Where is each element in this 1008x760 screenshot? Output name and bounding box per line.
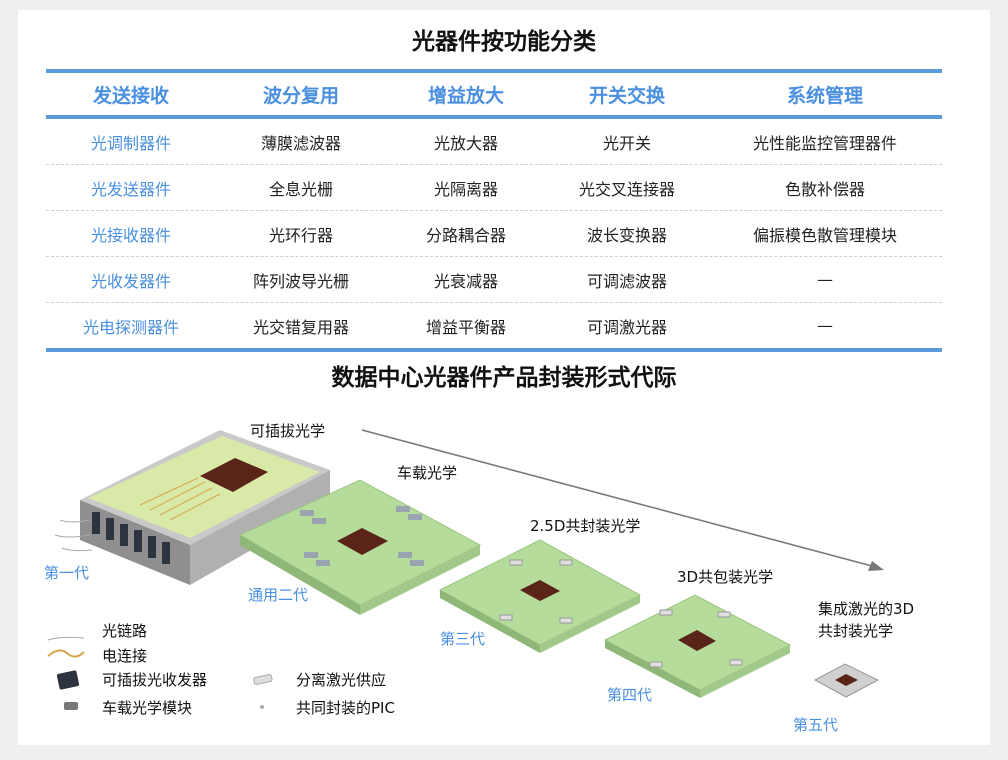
legend-laser-supply: 分离激光供应 xyxy=(296,671,387,689)
legend-optical-link: 光链路 xyxy=(102,622,148,640)
table-row: 光电探测器件 光交错复用器 增益平衡器 可调激光器 — xyxy=(46,303,942,348)
gen-label-5: 第五代 xyxy=(793,716,839,734)
table-cell: 光环行器 xyxy=(268,225,333,245)
laser-supply-icon xyxy=(253,674,273,685)
table-cell: 增益平衡器 xyxy=(425,317,506,337)
table-header-row: 发送接收 波分复用 增益放大 开关交换 系统管理 xyxy=(46,73,942,115)
optical-link-icon xyxy=(47,636,85,641)
label-3d-cpo: 3D共包装光学 xyxy=(677,568,774,586)
header-cell: 开关交换 xyxy=(588,84,665,107)
legend-icons xyxy=(47,636,273,710)
row-category-cell: 光收发器件 xyxy=(90,271,171,291)
gen-label-3: 第三代 xyxy=(440,630,486,648)
table-cell: 波长变换器 xyxy=(586,225,667,245)
header-cell: 波分复用 xyxy=(262,84,339,107)
label-pluggable-optics: 可插拔光学 xyxy=(250,422,326,440)
table-cell: 光性能监控管理器件 xyxy=(752,133,897,153)
legend-onboard-module: 车载光学模块 xyxy=(102,699,193,717)
table-row: 光收发器件 阵列波导光栅 光衰减器 可调滤波器 — xyxy=(46,257,942,303)
table-row: 光发送器件 全息光栅 光隔离器 光交叉连接器 色散补偿器 xyxy=(46,165,942,211)
table-cell: 偏振模色散管理模块 xyxy=(752,225,897,245)
table-cell: 光开关 xyxy=(602,133,651,153)
table-cell: 可调激光器 xyxy=(586,317,667,337)
gen-label-1: 第一代 xyxy=(44,564,90,582)
table-cell: 光交错复用器 xyxy=(252,317,349,337)
table-title: 光器件按功能分类 xyxy=(412,29,596,55)
legend-copackaged-pic: 共同封装的PIC xyxy=(296,699,395,717)
table-cell: 可调滤波器 xyxy=(586,271,667,291)
table-top-rule xyxy=(46,69,942,73)
row-category-cell: 光电探测器件 xyxy=(82,317,179,337)
table-cell: 色散补偿器 xyxy=(784,179,865,199)
table-cell: 阵列波导光栅 xyxy=(252,271,349,291)
table-cell: 全息光栅 xyxy=(268,179,333,199)
onboard-module-icon xyxy=(64,702,78,710)
table-cell: 光放大器 xyxy=(433,133,498,153)
table-cell: — xyxy=(817,270,833,289)
row-category-cell: 光调制器件 xyxy=(90,133,171,153)
function-table: 发送接收 波分复用 增益放大 开关交换 系统管理 光调制器件薄膜滤波器光放大器光… xyxy=(46,69,942,352)
table-cell: — xyxy=(817,316,833,335)
label-onboard-optics: 车载光学 xyxy=(397,464,458,482)
electrical-connection-icon xyxy=(47,649,85,658)
gen4-3d-cpo-board xyxy=(603,594,792,698)
table-cell: 薄膜滤波器 xyxy=(260,133,341,153)
table-bottom-rule xyxy=(46,348,942,352)
gen-label-2: 通用二代 xyxy=(248,586,309,604)
row-category-cell: 光发送器件 xyxy=(90,179,171,199)
table-cell: 分路耦合器 xyxy=(425,225,506,245)
table-header-rule xyxy=(46,115,942,119)
evolution-arrow xyxy=(361,429,884,571)
header-cell: 系统管理 xyxy=(786,84,863,107)
gen-label-4: 第四代 xyxy=(607,686,653,704)
legend-electrical: 电连接 xyxy=(102,647,148,665)
label-integrated-3d-cpo: 集成激光的3D 共封装光学 xyxy=(818,600,915,640)
pluggable-transceiver-icon xyxy=(56,670,80,690)
table-row: 光调制器件 薄膜滤波器 光放大器 光开关 光性能监控管理器件 xyxy=(46,119,942,165)
header-cell: 发送接收 xyxy=(92,84,169,107)
gen3-25d-cpo-board xyxy=(438,539,642,653)
gen2-onboard-board xyxy=(238,479,482,615)
row-category-cell: 光接收器件 xyxy=(90,225,171,245)
diagram-title: 数据中心光器件产品封装形式代际 xyxy=(331,365,677,391)
table-cell: 光隔离器 xyxy=(433,179,498,199)
gen5-integrated-chip xyxy=(813,663,880,698)
legend-pluggable-transceiver: 可插拔光收发器 xyxy=(102,671,208,689)
table-cell: 光衰减器 xyxy=(433,271,498,291)
label-25d-cpo: 2.5D共封装光学 xyxy=(530,517,641,535)
pic-icon xyxy=(260,705,264,709)
table-cell: 光交叉连接器 xyxy=(578,179,675,199)
table-row: 光接收器件 光环行器 分路耦合器 波长变换器 偏振模色散管理模块 xyxy=(46,211,942,257)
header-cell: 增益放大 xyxy=(427,84,504,107)
